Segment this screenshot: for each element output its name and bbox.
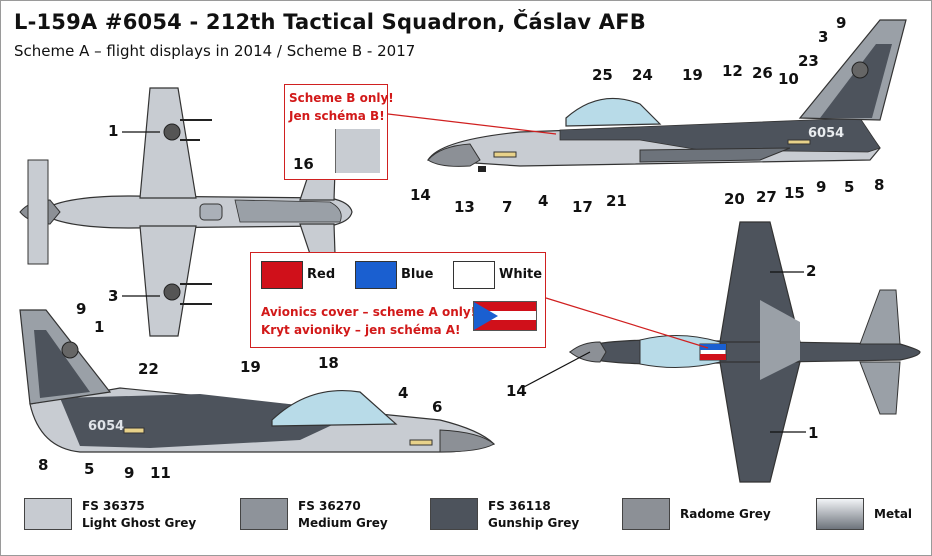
svg-text:9: 9 — [76, 300, 86, 318]
svg-text:14: 14 — [506, 382, 527, 400]
plan-bottom-callouts: 2 14 1 — [506, 262, 818, 442]
plan-view-bottom — [568, 221, 921, 483]
svg-text:4: 4 — [398, 384, 408, 402]
svg-text:4: 4 — [538, 192, 548, 210]
callout-16: 16 — [293, 155, 314, 173]
legend-swatch — [816, 498, 864, 530]
legend-swatch — [24, 498, 72, 530]
legend-name: Radome Grey — [680, 507, 771, 521]
svg-text:19: 19 — [240, 358, 261, 376]
svg-text:8: 8 — [874, 176, 884, 194]
scheme-b-detail — [335, 129, 380, 173]
svg-text:10: 10 — [778, 70, 799, 88]
scheme-b-line1: Scheme B only! — [289, 91, 394, 105]
svg-text:21: 21 — [606, 192, 627, 210]
svg-text:9: 9 — [816, 178, 826, 196]
svg-text:5: 5 — [844, 178, 854, 196]
svg-text:26: 26 — [752, 64, 773, 82]
callout-1-plan-top: 1 — [108, 122, 118, 140]
svg-text:9: 9 — [124, 464, 134, 482]
swatch-blue — [355, 261, 397, 289]
svg-text:8: 8 — [38, 456, 48, 474]
legend-code: FS 36118 — [488, 499, 551, 513]
avionics-cover-flag — [473, 301, 537, 331]
serial-top: 6054 — [808, 126, 844, 141]
svg-text:18: 18 — [318, 354, 339, 372]
svg-text:24: 24 — [632, 66, 653, 84]
avionics-note-cz: Kryt avioniky – jen schéma A! — [261, 323, 461, 337]
scheme-b-line2: Jen schéma B! — [289, 109, 385, 123]
svg-text:15: 15 — [784, 184, 805, 202]
legend-name: Gunship Grey — [488, 516, 580, 530]
svg-text:20: 20 — [724, 190, 745, 208]
avionics-note-en: Avionics cover – scheme A only! — [261, 305, 477, 319]
legend-name: Metal — [874, 507, 913, 521]
svg-text:25: 25 — [592, 66, 613, 84]
callout-3-plan-top: 3 — [108, 287, 118, 305]
svg-text:19: 19 — [682, 66, 703, 84]
legend-swatch — [622, 498, 670, 530]
svg-text:9: 9 — [836, 14, 846, 32]
svg-text:1: 1 — [808, 424, 818, 442]
legend-text: Metal — [874, 506, 912, 523]
scheme-b-inset: Scheme B only! Jen schéma B! 16 — [284, 84, 394, 180]
svg-text:3: 3 — [818, 28, 828, 46]
color-reference-box: Red Blue White Avionics cover – scheme A… — [250, 252, 546, 348]
swatch-white-label: White — [499, 267, 543, 282]
side-bottom-callouts: 9 1 22 19 18 4 6 8 5 9 11 — [38, 300, 442, 482]
svg-text:6: 6 — [432, 398, 442, 416]
svg-text:27: 27 — [756, 188, 777, 206]
legend-name: Medium Grey — [298, 516, 388, 530]
svg-text:22: 22 — [138, 360, 159, 378]
svg-text:14: 14 — [410, 186, 431, 204]
legend-swatch — [240, 498, 288, 530]
svg-text:17: 17 — [572, 198, 593, 216]
svg-text:7: 7 — [502, 198, 512, 216]
side-top-callouts: 25 24 19 12 26 10 23 3 9 14 13 7 4 17 21… — [410, 14, 884, 216]
page-subtitle: Scheme A – flight displays in 2014 / Sch… — [14, 42, 416, 60]
legend-code: FS 36270 — [298, 499, 361, 513]
side-view-bottom: 6054 — [19, 309, 496, 453]
svg-text:13: 13 — [454, 198, 475, 216]
svg-text:23: 23 — [798, 52, 819, 70]
swatch-red-label: Red — [307, 267, 336, 282]
serial-bottom: 6054 — [88, 419, 124, 434]
side-view-top: 6054 — [426, 19, 907, 172]
legend-text: Radome Grey — [680, 506, 771, 523]
legend-swatch — [430, 498, 478, 530]
swatch-blue-label: Blue — [401, 267, 434, 282]
legend-name: Light Ghost Grey — [82, 516, 197, 530]
svg-text:11: 11 — [150, 464, 171, 482]
svg-text:2: 2 — [806, 262, 816, 280]
swatch-red — [261, 261, 303, 289]
svg-text:5: 5 — [84, 460, 94, 478]
svg-text:1: 1 — [94, 318, 104, 336]
page-title: L-159A #6054 - 212th Tactical Squadron, … — [14, 10, 647, 34]
svg-text:12: 12 — [722, 62, 743, 80]
swatch-white — [453, 261, 495, 289]
legend-code: FS 36375 — [82, 499, 145, 513]
